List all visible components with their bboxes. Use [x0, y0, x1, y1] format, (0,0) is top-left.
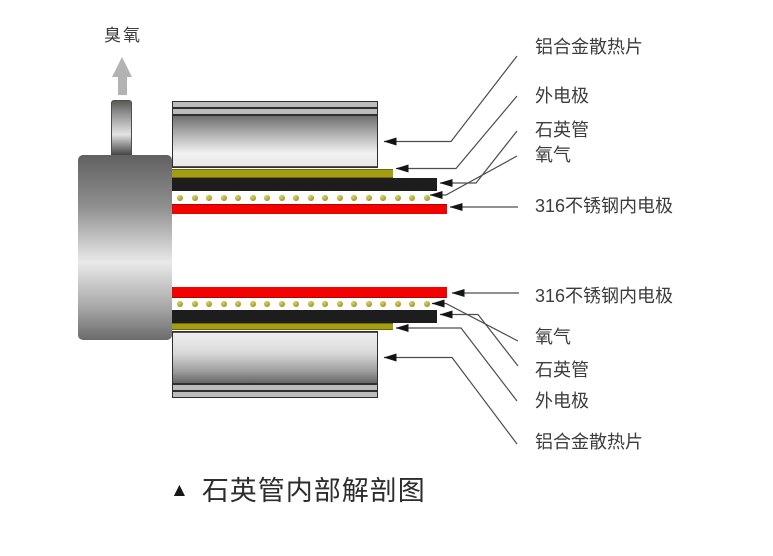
oxygen-dot — [409, 194, 416, 201]
oxygen-dot — [206, 194, 213, 201]
quartz-tube-layer-top — [172, 178, 437, 191]
quartz-tube-layer-bottom — [172, 310, 437, 323]
triangle-marker-icon: ▲ — [170, 480, 189, 501]
oxygen-dot — [235, 194, 242, 201]
heatsink-flange-band — [173, 385, 377, 390]
leader-bottom-oxygen — [431, 299, 519, 342]
inner-electrode-layer-top — [172, 204, 447, 214]
oxygen-dot — [220, 301, 227, 307]
oxygen-dot — [394, 301, 401, 307]
oxygen-dot — [177, 194, 183, 201]
oxygen-dot — [307, 194, 314, 201]
end-cap-block — [78, 155, 172, 340]
leader-bottom-quartz-tube — [439, 310, 519, 367]
oxygen-dot — [365, 194, 372, 201]
leader-bottom-outer-electrode — [395, 324, 518, 402]
oxygen-dot — [249, 194, 256, 201]
outer-electrode-layer-top — [172, 169, 393, 178]
heatsink-body — [173, 332, 377, 383]
oxygen-dot — [220, 194, 227, 201]
heatsink-flange-line — [173, 390, 377, 392]
heatsink-cylinder-top — [172, 101, 378, 168]
inner-electrode-layer-bottom — [172, 287, 447, 298]
oxygen-dot — [336, 194, 343, 201]
label-heatsink-bottom: 铝合金散热片 — [535, 432, 643, 452]
oxygen-dot — [351, 301, 358, 307]
oxygen-gap-top — [172, 191, 435, 204]
oxygen-dot — [264, 194, 271, 201]
heatsink-flange-line — [173, 383, 377, 385]
oxygen-dot — [293, 301, 300, 307]
oxygen-dot — [191, 301, 198, 307]
oxygen-dot — [409, 301, 416, 307]
label-outer-electrode-top: 外电极 — [535, 86, 589, 106]
oxygen-dot — [307, 301, 314, 307]
oxygen-dot — [322, 301, 329, 307]
ozone-label: 臭氧 — [104, 26, 142, 45]
oxygen-dot — [249, 301, 256, 307]
heatsink-flange-band — [173, 109, 377, 114]
oxygen-dot — [278, 194, 285, 201]
oxygen-dot — [177, 301, 183, 307]
oxygen-gap-bottom — [172, 298, 435, 310]
oxygen-dot — [322, 194, 329, 201]
oxygen-dot — [235, 301, 242, 307]
label-inner-electrode-top: 316不锈钢内电极 — [535, 196, 674, 216]
oxygen-dot — [380, 301, 387, 307]
label-quartz-tube-bottom: 石英管 — [535, 360, 589, 380]
heatsink-flange-band — [173, 102, 377, 107]
heatsink-flange-line — [173, 107, 377, 109]
up-arrow-icon — [112, 57, 132, 77]
leader-top-quartz-tube — [439, 130, 518, 187]
label-outer-electrode-bottom: 外电极 — [535, 391, 589, 411]
outer-electrode-layer-bottom — [172, 323, 393, 330]
label-heatsink-top: 铝合金散热片 — [535, 37, 643, 57]
oxygen-dot — [394, 194, 401, 201]
oxygen-dot — [293, 194, 300, 201]
oxygen-dot — [278, 301, 285, 307]
oxygen-dot — [336, 301, 343, 307]
leader-top-heatsink — [383, 55, 518, 146]
caption-text: 石英管内部解剖图 — [201, 476, 426, 506]
oxygen-dot — [351, 194, 358, 201]
oxygen-dot — [191, 194, 198, 201]
heatsink-flange-band — [173, 392, 377, 397]
oxygen-dot — [423, 194, 430, 201]
oxygen-dot — [423, 301, 430, 307]
oxygen-dot — [206, 301, 213, 307]
label-oxygen-top: 氧气 — [535, 145, 571, 165]
label-inner-electrode-bottom: 316不锈钢内电极 — [535, 286, 674, 306]
heatsink-cylinder-bottom — [172, 331, 378, 398]
figure-caption: ▲ 石英管内部解剖图 — [170, 474, 426, 508]
label-quartz-tube-top: 石英管 — [535, 120, 589, 140]
leader-top-outer-electrode — [395, 95, 518, 173]
oxygen-dot — [264, 301, 271, 307]
leader-top-oxygen — [429, 155, 518, 199]
up-arrow-shaft — [118, 76, 127, 95]
ozone-outlet-tube — [111, 100, 132, 155]
oxygen-dot — [380, 194, 387, 201]
oxygen-dot — [365, 301, 372, 307]
heatsink-flange-line — [173, 114, 377, 116]
heatsink-body — [173, 116, 377, 167]
leader-bottom-heatsink — [383, 353, 518, 445]
label-oxygen-bottom: 氧气 — [535, 327, 571, 347]
